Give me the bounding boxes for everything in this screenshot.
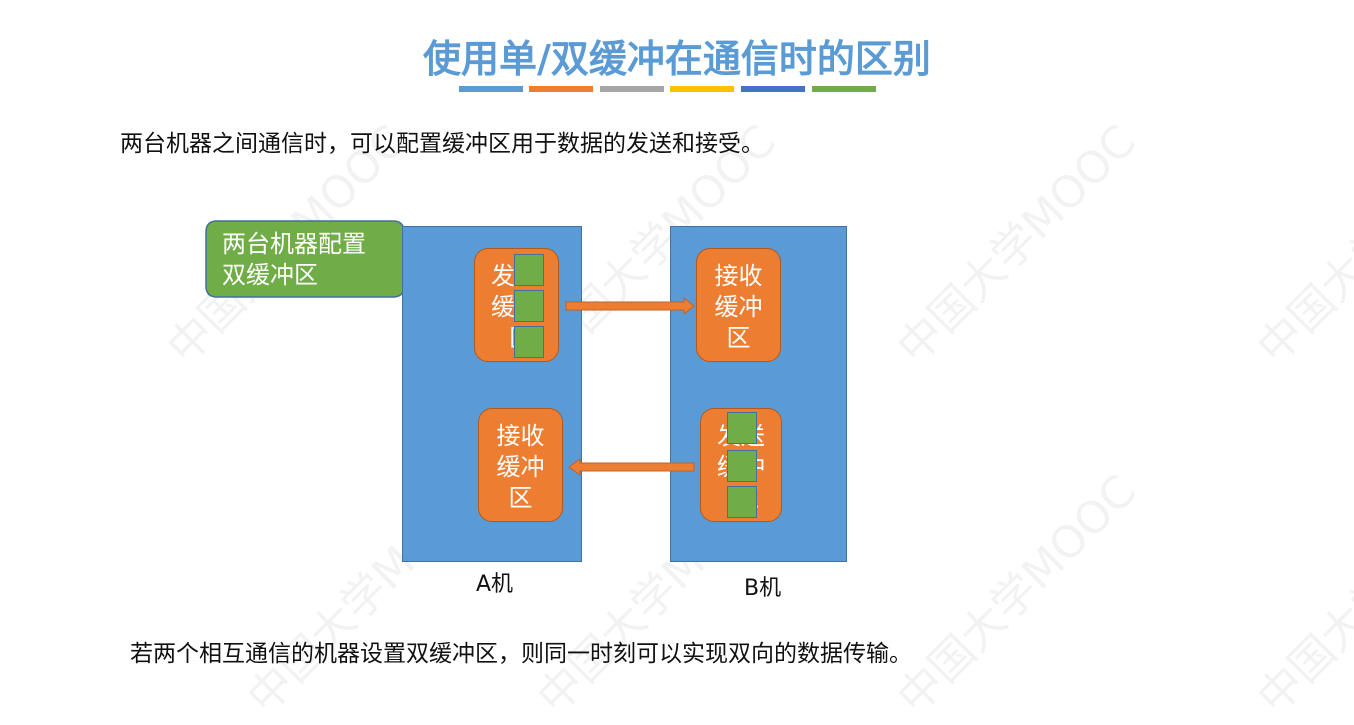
data-cell [514,290,544,322]
title-bar [741,86,805,92]
title-bar [529,86,593,92]
data-cell [727,450,757,482]
title-bar [459,86,523,92]
machine-b-recv-buffer: 接收 缓冲 区 [696,248,781,362]
buffer-text: 缓冲 [496,453,545,481]
footer-text: 若两个相互通信的机器设置双缓冲区，则同一时刻可以实现双向的数据传输。 [130,641,912,667]
title-bar [600,86,664,92]
buffer-text: 缓冲 [714,293,763,321]
slide-title: 使用单/双缓冲在通信时的区别 [423,37,931,81]
callout-text: 两台机器配置 双缓冲区 [222,229,366,291]
data-cell [514,254,544,286]
title-bar [812,86,876,92]
arrow-a-to-b [565,296,695,316]
machine-a-recv-buffer: 接收 缓冲 区 [478,408,563,522]
data-cell [514,326,544,358]
buffer-text: 区 [726,324,751,352]
title-bar [670,86,734,92]
buffer-text: 接收 [496,422,545,450]
machine-b-label: B机 [744,576,782,601]
callout-line: 两台机器配置 [222,230,366,258]
buffer-text: 接收 [714,262,763,290]
arrow-b-to-a [568,458,695,476]
intro-text: 两台机器之间通信时，可以配置缓冲区用于数据的发送和接受。 [120,131,764,157]
callout-line: 双缓冲区 [222,261,318,289]
data-cell [727,486,757,518]
machine-a-label: A机 [476,572,514,597]
transfer-arrows [565,296,695,476]
data-cell [727,412,757,444]
buffer-text: 区 [508,484,533,512]
